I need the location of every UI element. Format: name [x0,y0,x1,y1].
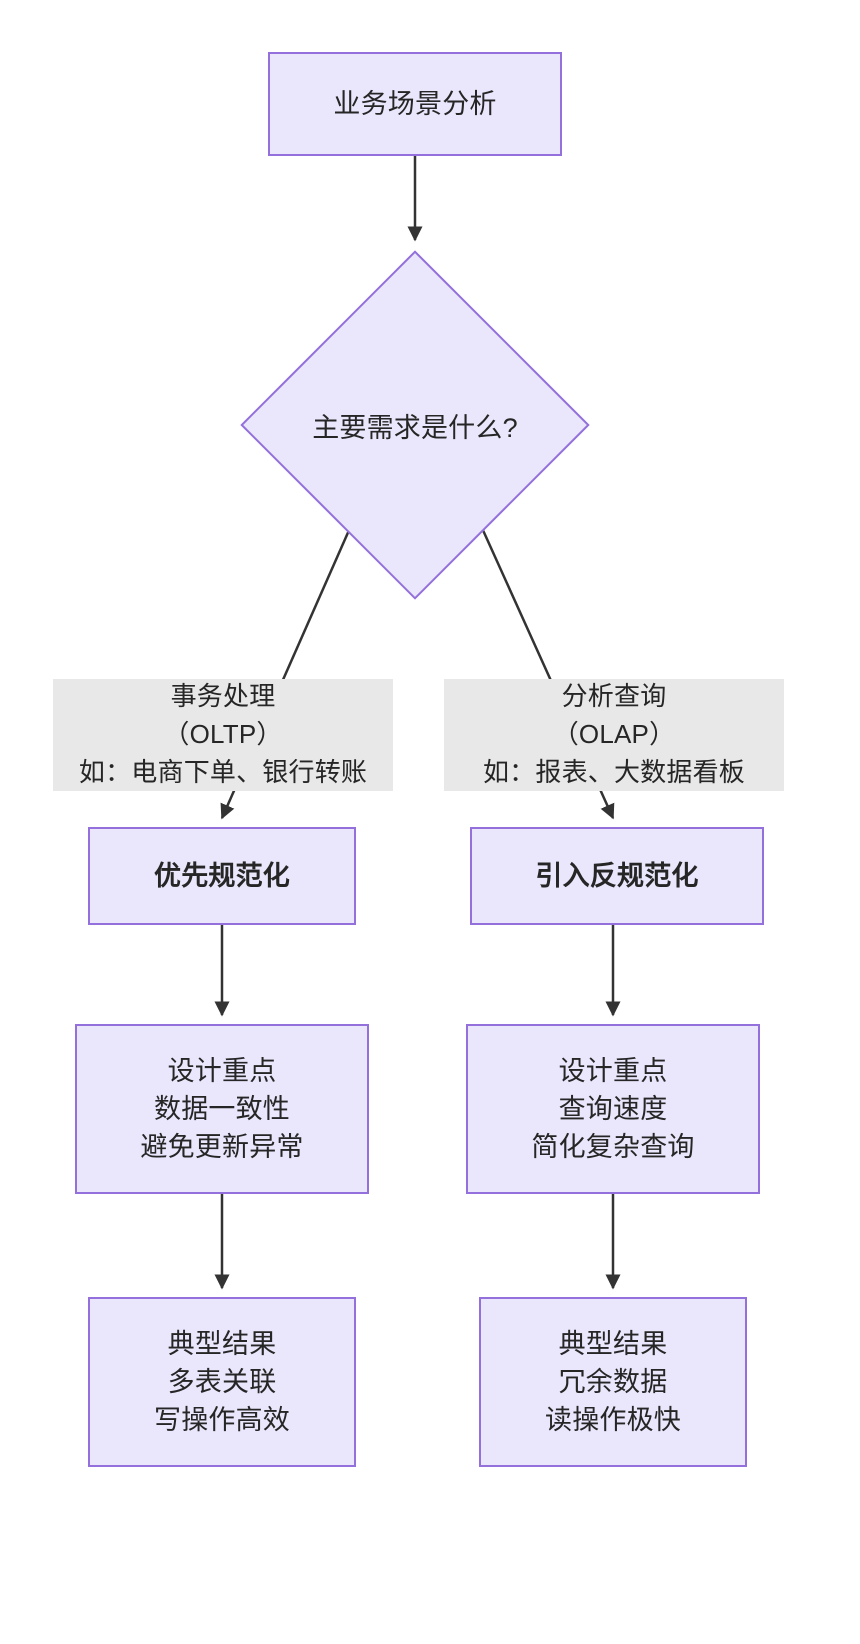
node-left-focus-line-1: 设计重点 [167,1055,277,1086]
node-left-action-line-1: 优先规范化 [154,860,290,891]
edge-label-right-line-1: 分析查询 [561,681,667,712]
node-right-result-line-3: 读操作极快 [545,1405,681,1436]
edge-label-left-line-2: （OLTP） [163,719,283,750]
node-decision-label: 主要需求是什么? [312,412,518,443]
node-right-action-line-1: 引入反规范化 [535,860,699,891]
node-right-focus-line-2: 查询速度 [558,1093,668,1124]
node-left-result-line-1: 典型结果 [167,1328,277,1359]
edge-label-right-branch: 分析查询 （OLAP） 如：报表、大数据看板 [444,679,784,791]
node-right-result-line-1: 典型结果 [558,1328,668,1359]
edge-label-right-line-3: 如：报表、大数据看板 [482,756,745,787]
node-right-result[interactable]: 典型结果 冗余数据 读操作极快 [479,1297,747,1467]
node-left-result-line-3: 写操作高效 [154,1405,290,1436]
edge-label-left-branch: 事务处理 （OLTP） 如：电商下单、银行转账 [53,679,393,791]
node-right-focus-line-3: 简化复杂查询 [531,1132,695,1163]
node-right-focus[interactable]: 设计重点 查询速度 简化复杂查询 [466,1024,760,1194]
node-right-focus-line-1: 设计重点 [558,1055,668,1086]
node-right-action[interactable]: 引入反规范化 [470,827,764,925]
node-start-line-1: 业务场景分析 [333,88,497,119]
node-left-focus-line-2: 数据一致性 [154,1093,290,1124]
node-decision[interactable]: 主要需求是什么? [240,250,590,600]
node-right-result-line-2: 冗余数据 [558,1366,668,1397]
edge-label-left-line-3: 如：电商下单、银行转账 [78,756,368,787]
edge-label-left-line-1: 事务处理 [170,681,276,712]
node-left-focus[interactable]: 设计重点 数据一致性 避免更新异常 [75,1024,369,1194]
node-left-action[interactable]: 优先规范化 [88,827,356,925]
node-left-focus-line-3: 避免更新异常 [140,1132,304,1163]
node-left-result[interactable]: 典型结果 多表关联 写操作高效 [88,1297,356,1467]
node-start[interactable]: 业务场景分析 [268,52,562,156]
node-left-result-line-2: 多表关联 [167,1366,277,1397]
edge-label-right-line-2: （OLAP） [552,719,676,750]
